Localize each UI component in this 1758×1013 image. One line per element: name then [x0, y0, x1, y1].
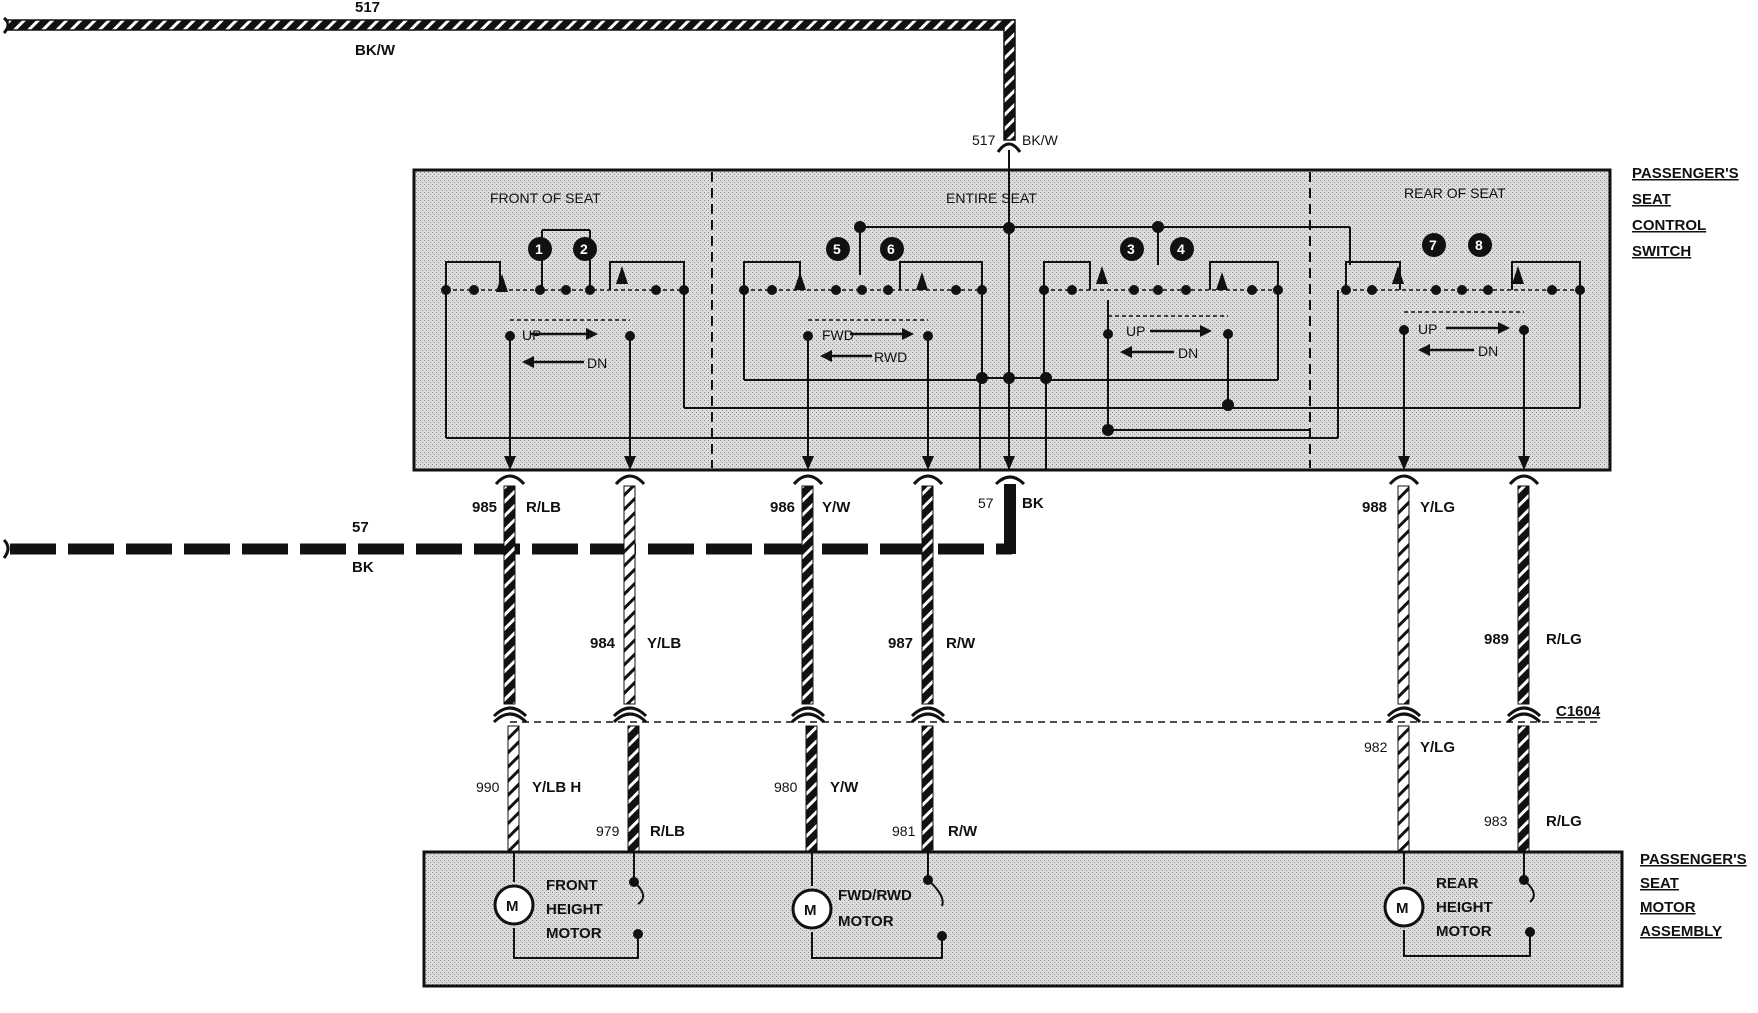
- switch-feed-color: BK/W: [1022, 132, 1059, 148]
- motor-symbol-fwd: M: [804, 902, 817, 919]
- connector-c1604: C1604: [1556, 703, 1601, 720]
- fwd-label: FWD: [822, 327, 854, 343]
- w980-color: Y/W: [830, 779, 859, 796]
- rear-up-label: UP: [1418, 321, 1437, 337]
- switch-title-line-4: SWITCH: [1632, 243, 1691, 260]
- w986-circuit: 986: [770, 499, 795, 516]
- w982-color: Y/LG: [1420, 739, 1455, 756]
- rear-motor-line-1: REAR: [1436, 875, 1479, 892]
- fwd-motor-line-1: FWD/RWD: [838, 887, 912, 904]
- w979-color: R/LB: [650, 823, 685, 840]
- w983-color: R/LG: [1546, 813, 1582, 830]
- w986-color: Y/W: [822, 499, 851, 516]
- switch-ground-color: BK: [1022, 495, 1044, 512]
- motor-title-line-2: SEAT: [1640, 875, 1679, 892]
- w990-circuit: 990: [476, 779, 500, 795]
- contact-7: 7: [1429, 237, 1437, 253]
- front-height-motor: M FRONT HEIGHT MOTOR: [493, 877, 603, 942]
- motor-assembly-title: PASSENGER'S SEAT MOTOR ASSEMBLY: [1640, 851, 1747, 940]
- bus-517: 517 BK/W: [2, 0, 1016, 141]
- mid-dn-label: DN: [1178, 345, 1198, 361]
- fwd-motor-line-2: MOTOR: [838, 913, 894, 930]
- section-front-label: FRONT OF SEAT: [490, 190, 601, 206]
- front-motor-line-2: HEIGHT: [546, 901, 603, 918]
- w987-circuit: 987: [888, 635, 913, 652]
- section-rear-label: REAR OF SEAT: [1404, 185, 1506, 201]
- w979-circuit: 979: [596, 823, 620, 839]
- contact-1: 1: [535, 241, 543, 257]
- w983-circuit: 983: [1484, 813, 1508, 829]
- contact-5: 5: [833, 241, 841, 257]
- seat-motor-assembly: M FRONT HEIGHT MOTOR M FWD/RWD MOTOR M R…: [422, 850, 1747, 988]
- contact-8: 8: [1475, 237, 1483, 253]
- w988-circuit: 988: [1362, 499, 1387, 516]
- w988-color: Y/LG: [1420, 499, 1455, 516]
- contact-3: 3: [1127, 241, 1135, 257]
- motor-title-line-4: ASSEMBLY: [1640, 923, 1722, 940]
- harness-wires: C1604 985 R/LB 984 Y/LB 986 Y/W 987 R/W …: [472, 474, 1601, 853]
- rear-height-motor: M REAR HEIGHT MOTOR: [1383, 875, 1493, 940]
- w985-color: R/LB: [526, 499, 561, 516]
- rear-motor-line-2: HEIGHT: [1436, 899, 1493, 916]
- w980-circuit: 980: [774, 779, 798, 795]
- seat-control-switch: FRONT OF SEAT ENTIRE SEAT REAR OF SEAT: [412, 150, 1739, 472]
- w989-circuit: 989: [1484, 631, 1509, 648]
- bus-57-color: BK: [352, 559, 374, 576]
- w989-color: R/LG: [1546, 631, 1582, 648]
- mid-up-label: UP: [1126, 323, 1145, 339]
- section-entire-label: ENTIRE SEAT: [946, 190, 1037, 206]
- bus-517-color: BK/W: [355, 42, 396, 59]
- motor-title-line-1: PASSENGER'S: [1640, 851, 1747, 868]
- front-motor-line-3: MOTOR: [546, 925, 602, 942]
- w987-color: R/W: [946, 635, 976, 652]
- switch-title-line-3: CONTROL: [1632, 217, 1706, 234]
- contact-6: 6: [887, 241, 895, 257]
- switch-ground-circuit: 57: [978, 495, 994, 511]
- switch-title-line-2: SEAT: [1632, 191, 1671, 208]
- w984-circuit: 984: [590, 635, 616, 652]
- switch-feed-circuit: 517: [972, 132, 996, 148]
- contact-markers: 1 2 5 6 3 4 7 8: [528, 233, 1492, 261]
- bus-57-circuit: 57: [352, 519, 369, 536]
- contact-4: 4: [1177, 241, 1185, 257]
- bus-57: 57 BK 57 BK: [2, 475, 1044, 576]
- switch-title: PASSENGER'S SEAT CONTROL SWITCH: [1632, 165, 1739, 260]
- w984-color: Y/LB: [647, 635, 681, 652]
- w982-circuit: 982: [1364, 739, 1388, 755]
- switch-title-line-1: PASSENGER'S: [1632, 165, 1739, 182]
- rear-dn-label: DN: [1478, 343, 1498, 359]
- rwd-label: RWD: [874, 349, 907, 365]
- motor-symbol-front: M: [506, 898, 519, 915]
- switch-feed-connector: 517 BK/W: [972, 132, 1059, 153]
- motor-symbol-rear: M: [1396, 900, 1409, 917]
- contact-2: 2: [580, 241, 588, 257]
- motor-title-line-3: MOTOR: [1640, 899, 1696, 916]
- front-up-label: UP: [522, 327, 541, 343]
- fwd-rwd-motor: M FWD/RWD MOTOR: [791, 887, 912, 930]
- w981-circuit: 981: [892, 823, 916, 839]
- front-motor-line-1: FRONT: [546, 877, 598, 894]
- w990-color: Y/LB H: [532, 779, 581, 796]
- bus-517-circuit: 517: [355, 0, 380, 16]
- front-dn-label: DN: [587, 355, 607, 371]
- w981-color: R/W: [948, 823, 978, 840]
- rear-motor-line-3: MOTOR: [1436, 923, 1492, 940]
- w985-circuit: 985: [472, 499, 497, 516]
